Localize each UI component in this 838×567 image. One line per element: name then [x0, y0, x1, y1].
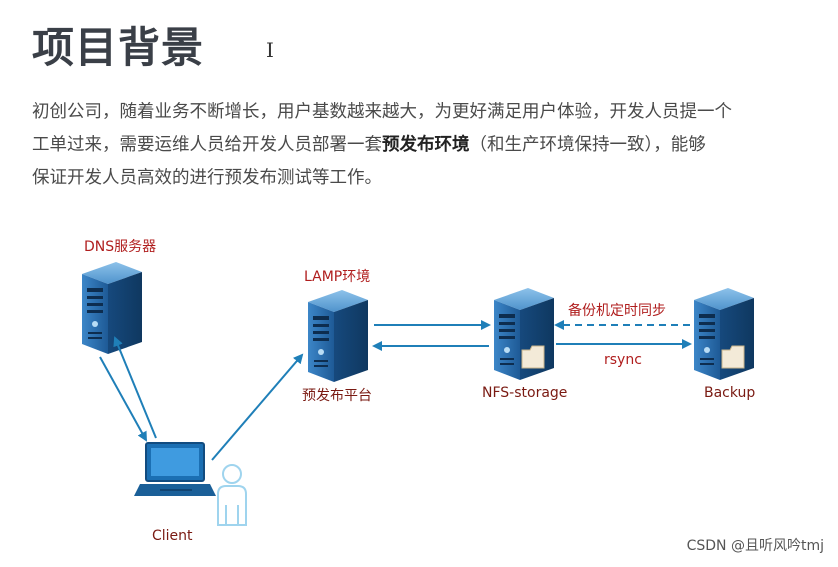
paragraph-line-3: 保证开发人员高效的进行预发布测试等工作。 [32, 168, 382, 188]
backup-schedule-label: 备份机定时同步 [568, 303, 666, 319]
nfs-storage-label: NFS-storage [482, 385, 568, 401]
paragraph-line-1: 初创公司，随着业务不断增长，用户基数越来越大，为更好满足用户体验，开发人员提一个 [32, 102, 732, 122]
paragraph-line-2-start: 工单过来，需要运维人员给开发人员部署一套 [32, 135, 382, 155]
dns-server-icon [82, 262, 142, 354]
emphasis-prerelease-env: 预发布环境 [382, 135, 470, 155]
lamp-env-label: LAMP环境 [304, 269, 371, 285]
csdn-watermark: CSDN @且听风吟tmj [686, 538, 824, 554]
arrow-client-to-lamp [211, 353, 304, 461]
text-cursor-icon: I [266, 38, 274, 62]
laptop-icon [134, 442, 216, 496]
arrow-client-to-dns [113, 336, 157, 439]
client-label: Client [152, 528, 193, 544]
page-title: 项目背景 [32, 23, 205, 72]
backup-label: Backup [704, 385, 756, 401]
prerelease-platform-label: 预发布平台 [302, 388, 372, 404]
rsync-label: rsync [604, 352, 642, 368]
description-paragraph: 初创公司，随着业务不断增长，用户基数越来越大，为更好满足用户体验，开发人员提一个… [32, 96, 812, 195]
lamp-server-icon [308, 290, 368, 382]
arrow-dns-to-client [99, 356, 147, 442]
paragraph-line-2: 工单过来，需要运维人员给开发人员部署一套预发布环境（和生产环境保持一致），能够 [32, 129, 812, 162]
person-icon [217, 464, 247, 526]
dns-server-label: DNS服务器 [84, 239, 157, 255]
paragraph-line-2-end: （和生产环境保持一致），能够 [469, 135, 706, 155]
